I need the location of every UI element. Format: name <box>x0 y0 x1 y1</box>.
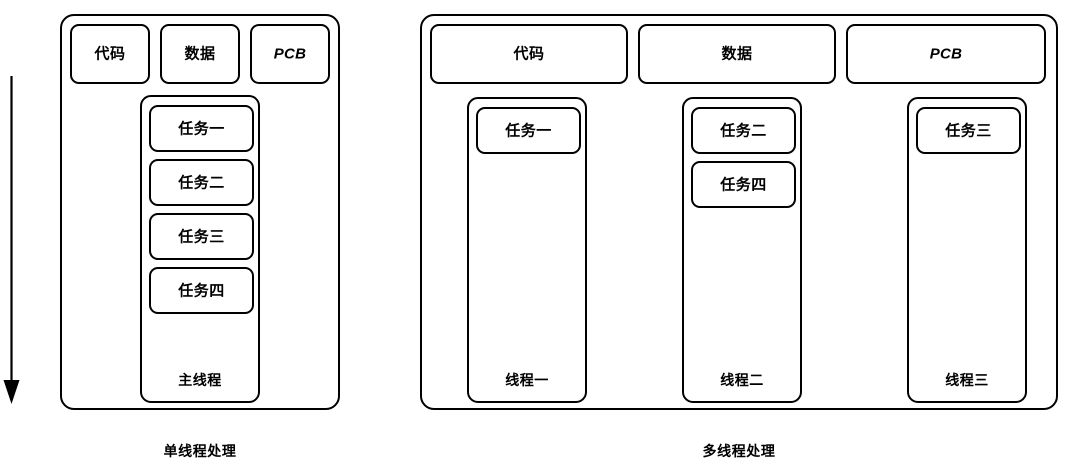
main-thread-task-2[interactable]: 任务二 <box>149 159 254 206</box>
right-header-data[interactable]: 数据 <box>638 24 836 84</box>
thread-1-task-1[interactable]: 任务一 <box>476 107 581 154</box>
thread-1-task-1-label: 任务一 <box>505 122 552 139</box>
thread-2-task-1-label: 任务二 <box>720 122 767 139</box>
thread-column-1-label: 线程一 <box>505 372 549 388</box>
left-header-code-label: 代码 <box>94 45 126 63</box>
right-header-code-label: 代码 <box>513 45 545 63</box>
single-thread-panel: 代码 数据 PCB 任务一 任务二 任务三 任务四 主线程 <box>60 14 340 410</box>
thread-column-2[interactable]: 任务二 任务四 线程二 <box>682 97 802 403</box>
right-header-data-label: 数据 <box>721 45 753 63</box>
left-header-data-label: 数据 <box>184 45 216 63</box>
thread-column-3-label: 线程三 <box>945 372 989 388</box>
thread-2-task-2[interactable]: 任务四 <box>691 161 796 208</box>
main-thread-task-4-label: 任务四 <box>178 282 225 299</box>
right-header-code[interactable]: 代码 <box>430 24 628 84</box>
left-header-pcb-label: PCB <box>273 45 307 63</box>
left-header-pcb[interactable]: PCB <box>250 24 330 84</box>
multi-thread-panel: 代码 数据 PCB 任务一 线程一 任务二 任务四 线程二 <box>420 14 1058 410</box>
main-thread-column-label: 主线程 <box>178 372 222 388</box>
main-thread-task-3[interactable]: 任务三 <box>149 213 254 260</box>
thread-column-1[interactable]: 任务一 线程一 <box>467 97 587 403</box>
thread-2-task-1[interactable]: 任务二 <box>691 107 796 154</box>
thread-column-2-label: 线程二 <box>720 372 764 388</box>
main-thread-column[interactable]: 任务一 任务二 任务三 任务四 主线程 <box>140 95 260 403</box>
left-header-data[interactable]: 数据 <box>160 24 240 84</box>
single-thread-caption: 单线程处理 <box>163 443 237 459</box>
left-header-code[interactable]: 代码 <box>70 24 150 84</box>
multi-thread-caption: 多线程处理 <box>702 443 776 459</box>
main-thread-task-4[interactable]: 任务四 <box>149 267 254 314</box>
thread-2-task-2-label: 任务四 <box>720 176 767 193</box>
main-thread-task-3-label: 任务三 <box>178 228 225 245</box>
thread-3-task-1-label: 任务三 <box>945 122 992 139</box>
time-direction-arrow <box>0 70 40 410</box>
thread-3-task-1[interactable]: 任务三 <box>916 107 1021 154</box>
thread-column-3[interactable]: 任务三 线程三 <box>907 97 1027 403</box>
right-header-pcb[interactable]: PCB <box>846 24 1046 84</box>
main-thread-task-2-label: 任务二 <box>178 174 225 191</box>
main-thread-task-1[interactable]: 任务一 <box>149 105 254 152</box>
right-header-pcb-label: PCB <box>929 45 963 63</box>
main-thread-task-1-label: 任务一 <box>178 120 225 137</box>
